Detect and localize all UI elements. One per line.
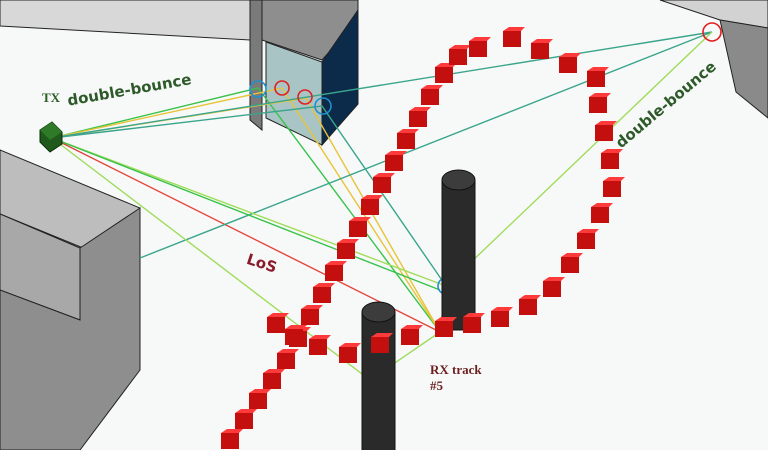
rx-marker [435,317,457,337]
ray-facade-1 [51,87,441,333]
rx-marker [349,217,371,237]
rays-group [51,31,713,381]
rx-marker [561,253,583,273]
rx-marker [301,305,323,325]
building-left-side [0,207,141,450]
interaction-circle-red-3 [702,22,722,42]
interaction-circle-red-2 [297,89,313,105]
rx-marker [409,107,431,127]
rx-marker [587,67,609,87]
ray-right-bounce-2 [445,31,713,287]
rx-marker [277,349,299,369]
rx-marker [339,343,361,363]
dark-panel [321,8,359,147]
interaction-circle-red-1 [274,80,290,96]
rx-marker [373,173,395,193]
interaction-circle-blue-2 [314,97,332,115]
rx-marker [519,295,541,315]
building-top-left-wall [249,0,263,132]
rx-marker [361,195,383,215]
rx-marker [491,307,513,327]
rx-marker [543,277,565,297]
rx-marker [285,325,307,345]
rx-marker [313,283,335,303]
rx-track-label: RX track #5 [430,362,482,394]
rx-marker [401,325,423,345]
pillar-right [441,169,476,331]
rx-track-label-line1: RX track [430,362,482,377]
tx-transmitter [39,121,63,153]
building-top-right-roof [659,0,768,29]
los-ray [51,137,441,333]
interaction-circle-blue-1 [249,80,267,98]
ray-facade-2 [51,87,441,333]
rx-marker [221,429,243,449]
rx-marker [603,177,625,197]
rx-marker [463,313,485,333]
rx-marker [469,37,491,57]
rx-marker [531,39,553,59]
rx-marker [309,335,331,355]
rx-marker [449,45,471,65]
rx-marker [235,409,257,429]
rx-marker [385,151,407,171]
rx-marker [589,93,611,113]
rx-marker [601,149,623,169]
rx-marker [337,239,359,259]
tx-label: TX [42,90,61,105]
pillar-left [361,301,396,450]
rx-marker [577,229,599,249]
building-top-right-wall [719,19,768,119]
rx-marker [397,129,419,149]
ray-green-1 [51,137,447,287]
rx-track-markers [221,27,625,449]
rx-marker [591,203,613,223]
rx-marker [503,27,525,47]
ray-right-bounce-1 [51,31,713,259]
rx-marker [263,369,285,389]
ray-green-2 [51,137,441,291]
rx-marker [371,333,393,353]
rx-marker [249,389,271,409]
rx-marker [559,53,581,73]
rx-marker [421,85,443,105]
rx-marker [267,313,289,333]
rx-marker [325,261,347,281]
rx-marker [595,121,617,141]
rx-track-label-line2: #5 [430,378,443,393]
